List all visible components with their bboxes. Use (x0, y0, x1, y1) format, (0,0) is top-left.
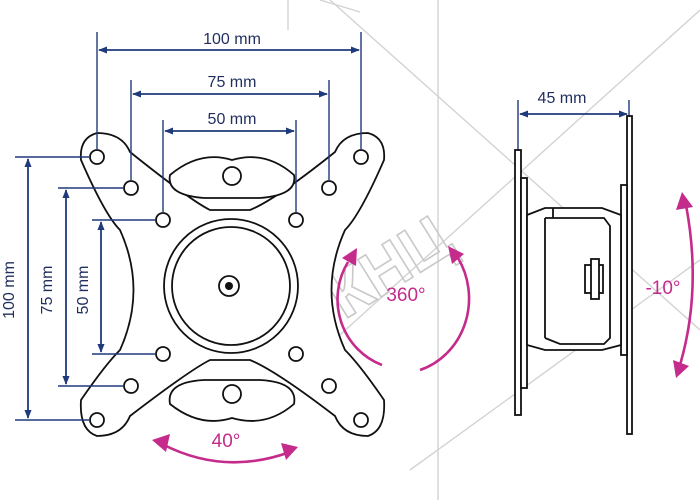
swivel-arrowhead (152, 434, 170, 452)
dimension-width-100: 100 mm (96, 31, 362, 150)
mount-hole-100 (353, 149, 369, 165)
arm-bracket-inner (544, 217, 611, 345)
dimension-label: 45 mm (538, 90, 587, 107)
tilt-knob-cap (590, 258, 600, 300)
tab-screw-hole (222, 166, 242, 186)
tilt-label: -10° (645, 278, 680, 299)
mounting-plate-front-view (79, 132, 386, 437)
mount-hole-75 (321, 180, 337, 196)
tilt-arrowhead (676, 192, 693, 210)
mount-hole-50 (155, 212, 171, 228)
mount-hole-100 (89, 149, 105, 165)
mount-hole-100 (89, 412, 105, 428)
rotation-indicator: 360° (336, 246, 471, 372)
swivel-label: 40° (212, 431, 241, 452)
rotation-label: 360° (386, 285, 425, 306)
mount-hole-75 (123, 378, 139, 394)
rotation-arrowhead (448, 246, 464, 264)
dimension-width-75: 75 mm (130, 74, 330, 181)
central-bolt-core (225, 282, 233, 290)
dimension-label: 75 mm (208, 74, 257, 91)
dimension-label: 100 mm (1, 261, 18, 319)
tab-screw-hole (222, 384, 242, 404)
wall-plate (514, 149, 522, 416)
dimension-label: 50 mm (208, 111, 257, 128)
tilt-indicator: -10° (645, 192, 694, 378)
dimension-label: 100 mm (203, 31, 261, 48)
dimension-label: 75 mm (39, 266, 56, 315)
tilt-arrowhead (673, 360, 689, 378)
arm-bracket (526, 207, 622, 351)
mount-hole-75 (321, 378, 337, 394)
dimension-width-50: 50 mm (162, 111, 297, 213)
mount-hole-100 (353, 412, 369, 428)
mount-hole-50 (288, 346, 304, 362)
swivel-indicator: 40° (152, 431, 298, 464)
mount-hole-75 (123, 180, 139, 196)
dimension-height-100: 100 mm (1, 156, 90, 421)
mount-hole-50 (288, 212, 304, 228)
dimension-height-75: 75 mm (39, 187, 124, 387)
central-disc-inner (171, 226, 291, 346)
mount-side-view: 45 mm (514, 90, 633, 435)
rotation-arrowhead (342, 248, 357, 266)
mount-hole-50 (155, 346, 171, 362)
dimension-label: 50 mm (75, 266, 92, 315)
swivel-arrowhead (281, 443, 298, 460)
dimension-height-50: 50 mm (75, 219, 156, 355)
